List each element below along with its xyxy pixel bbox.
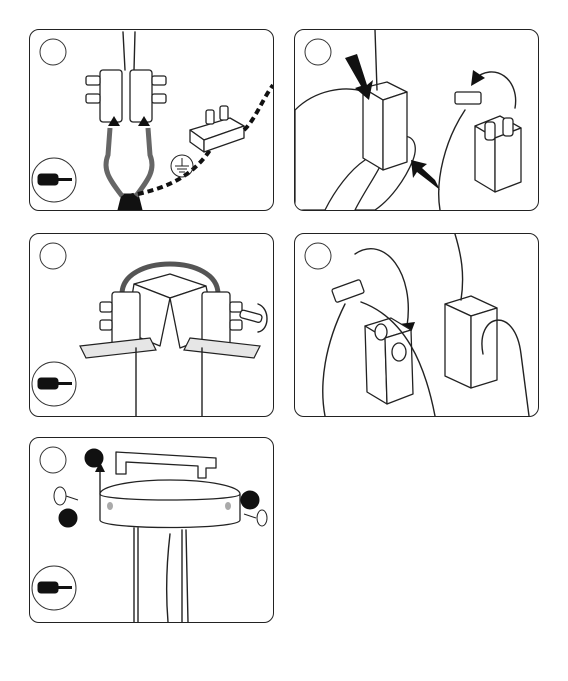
terminal-block-right: [202, 292, 242, 346]
panel-step-5: [29, 437, 274, 623]
neutral-wire: [136, 128, 152, 196]
panel-step-3: [29, 233, 274, 417]
step-number-circle: [40, 39, 66, 65]
connector-cover-open: [332, 279, 413, 404]
screwdriver-icon: [32, 158, 76, 202]
step-number-circle: [305, 39, 331, 65]
screwdriver-icon: [32, 566, 76, 610]
ground-terminal: [190, 106, 244, 152]
assembled-connector: [455, 92, 521, 192]
terminal-block-left: [100, 292, 140, 346]
screwdriver-tip: [239, 310, 262, 323]
connector-cover-closed: [445, 296, 497, 388]
hanging-wires: [136, 348, 202, 416]
push-arrow-bottom-icon: [411, 160, 440, 190]
wire-right: [439, 110, 465, 210]
mounting-bracket: [116, 452, 216, 478]
wire-connector-left: [86, 70, 122, 126]
panel-step-1: [29, 29, 274, 211]
suspension-cable-left: [134, 528, 138, 622]
screw-right-icon: [244, 510, 267, 526]
wire-connector-right: [130, 70, 166, 126]
supply-wire: [123, 32, 135, 70]
hand-left: [295, 89, 365, 210]
marker-3: [241, 491, 259, 509]
live-wire: [106, 128, 122, 196]
power-cable: [167, 534, 170, 622]
panel-step-4: [294, 233, 539, 417]
screwdriver-icon: [32, 362, 76, 406]
step-3-illustration: [30, 234, 273, 416]
step-number-circle: [40, 243, 66, 269]
step-2-illustration: [295, 30, 538, 210]
wire: [375, 30, 377, 90]
wire-right: [455, 234, 463, 300]
step-5-illustration: [30, 438, 273, 622]
panel-step-2: [294, 29, 539, 211]
step-number-circle: [40, 447, 66, 473]
step-1-illustration: [30, 30, 273, 210]
ground-symbol-icon: [171, 155, 193, 177]
wire-left: [323, 304, 345, 416]
screw-left-icon: [54, 487, 78, 505]
step-4-illustration: [295, 234, 538, 416]
ground-wire-out: [244, 85, 273, 130]
step-number-circle: [305, 243, 331, 269]
ceiling-canopy: [100, 480, 240, 528]
marker-2: [59, 509, 77, 527]
suspension-cable-right: [182, 530, 188, 622]
